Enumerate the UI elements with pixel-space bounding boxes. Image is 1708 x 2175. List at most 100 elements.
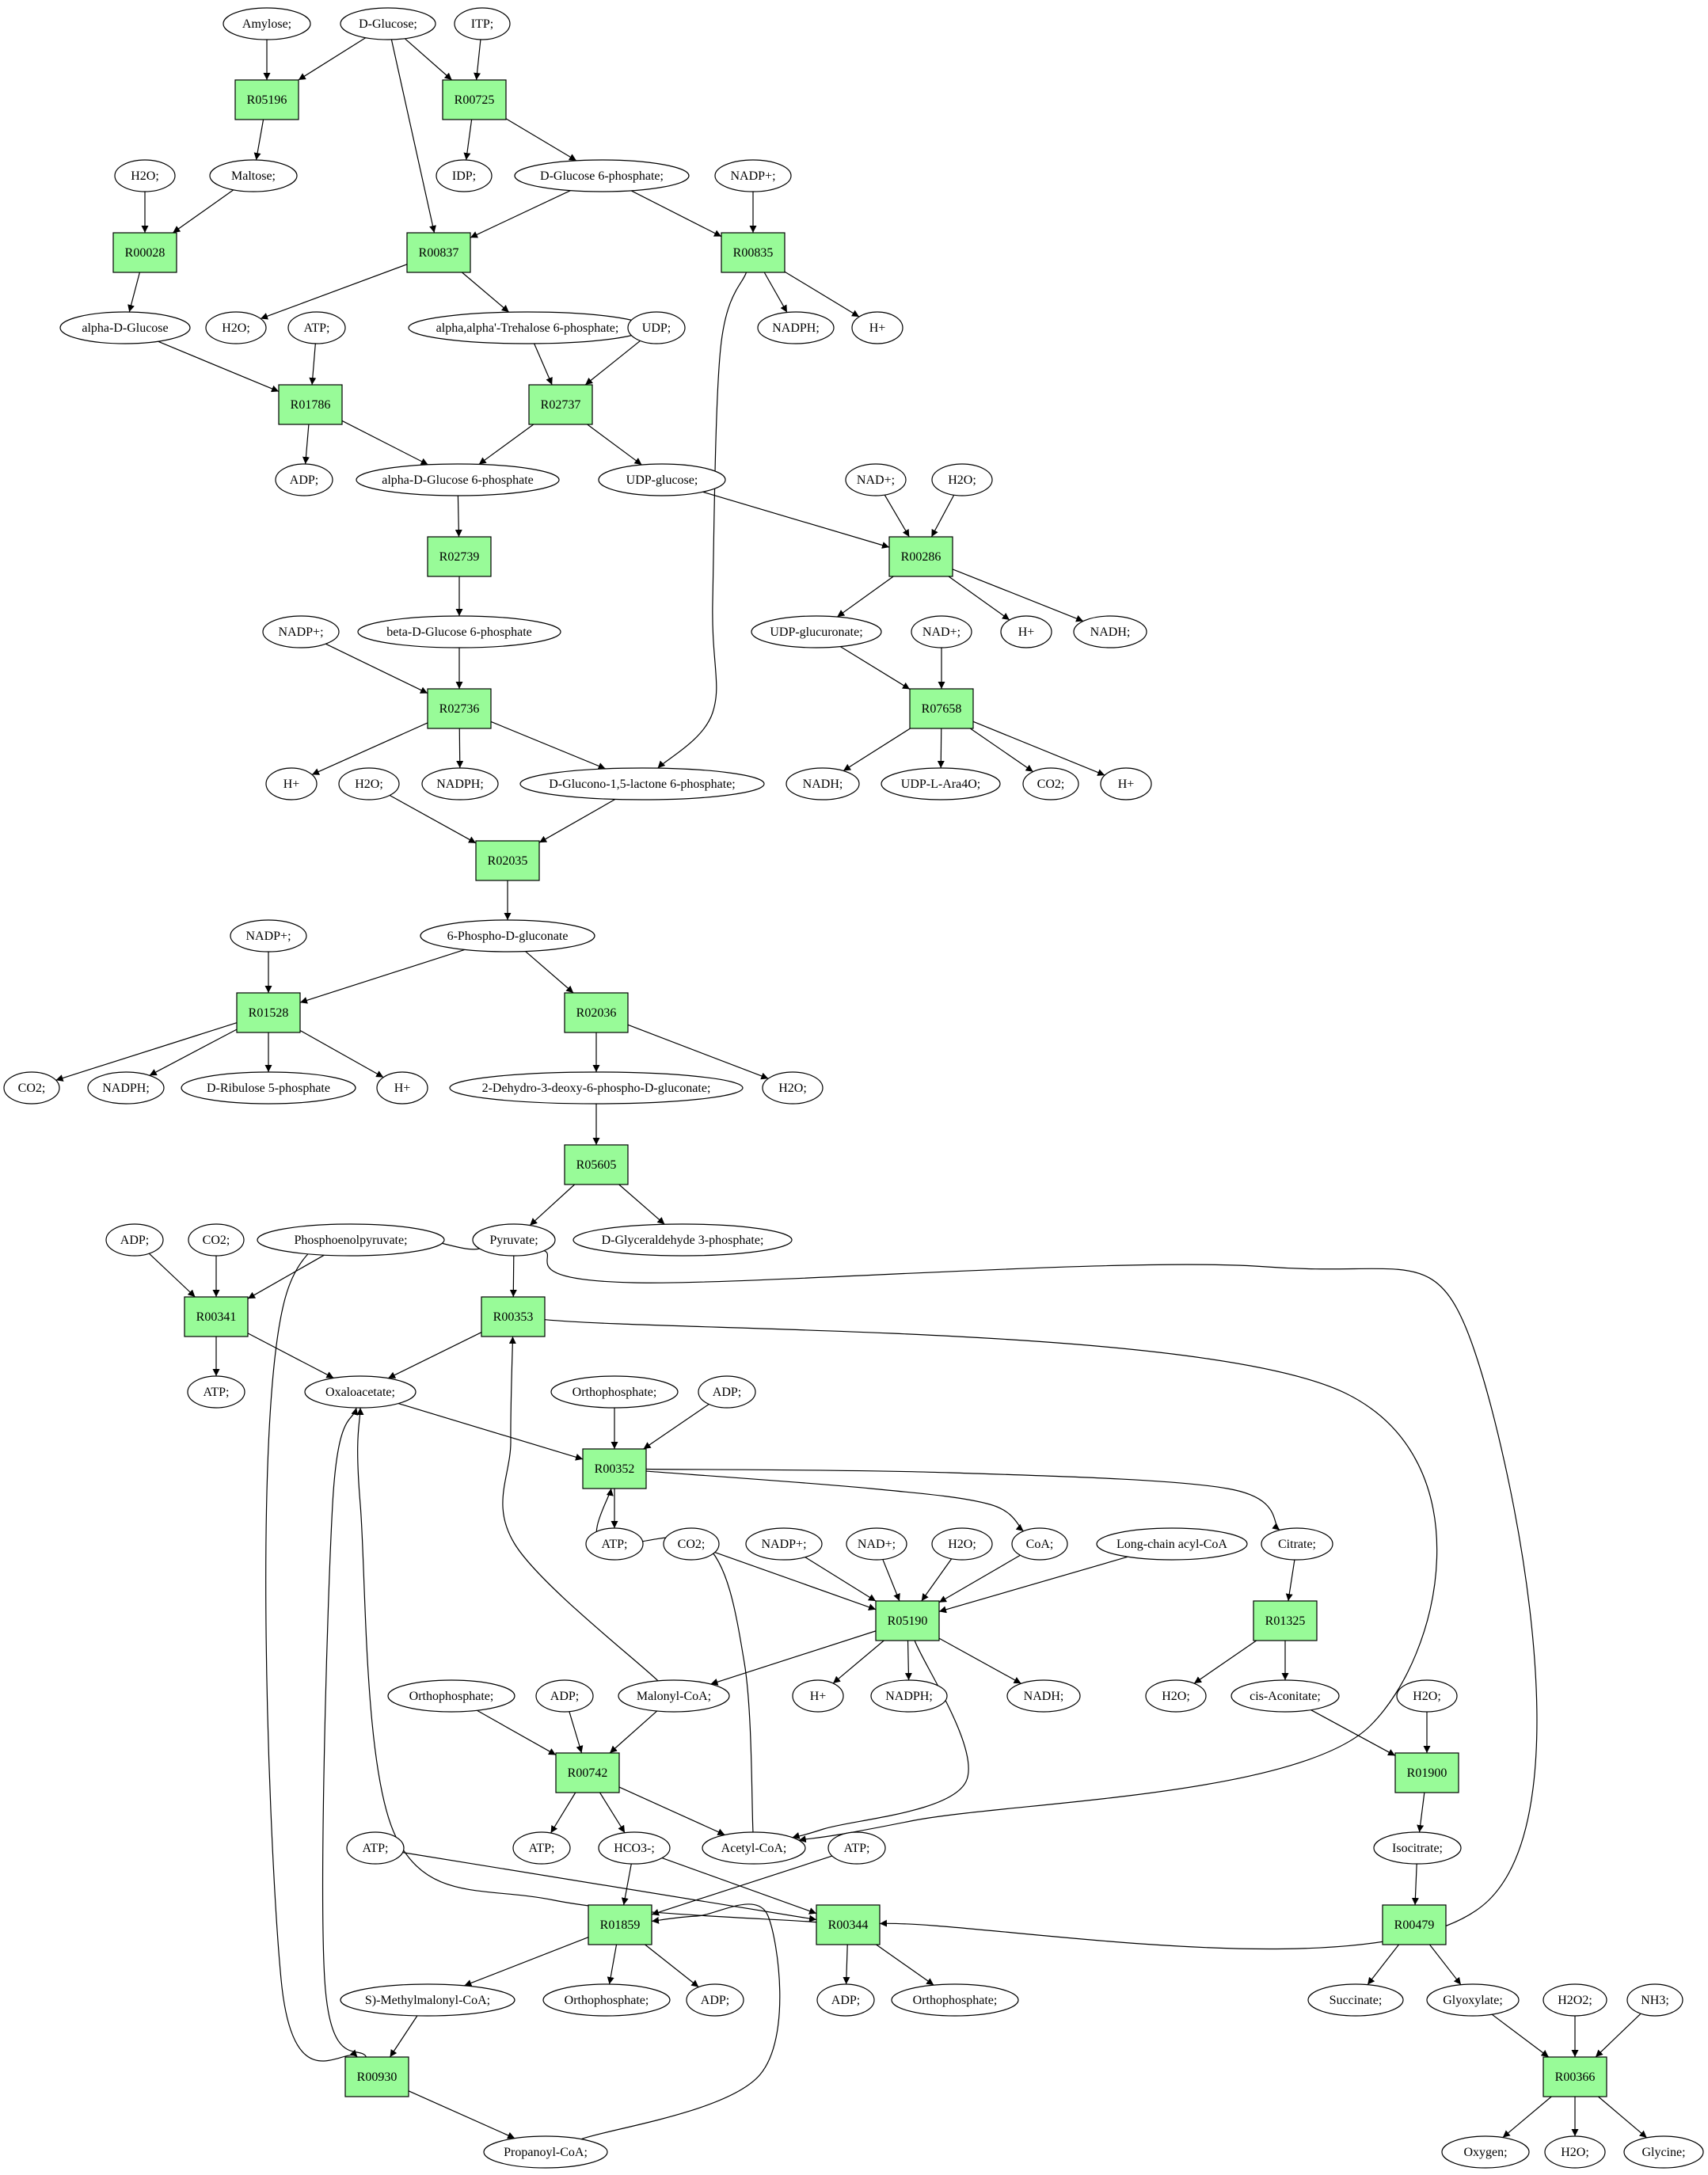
metabolite-node-h2o_e[interactable]: H2O;	[762, 1071, 824, 1105]
reaction-node-r02035[interactable]: R02035	[475, 840, 540, 881]
metabolite-node-hplus_a[interactable]: H+	[851, 311, 903, 344]
metabolite-node-atp_c[interactable]: ATP;	[585, 1527, 644, 1561]
metabolite-node-nadp_a[interactable]: NADP+;	[714, 159, 792, 192]
metabolite-node-ribulose[interactable]: D-Ribulose 5-phosphate	[181, 1071, 356, 1105]
metabolite-node-ag6p[interactable]: alpha-D-Glucose 6-phosphate	[356, 463, 560, 496]
metabolite-node-glyoxylate[interactable]: Glyoxylate;	[1426, 1983, 1520, 2017]
metabolite-node-h2o2[interactable]: H2O2;	[1543, 1983, 1607, 2017]
metabolite-node-amylose[interactable]: Amylose;	[223, 7, 311, 40]
metabolite-node-hplus_b[interactable]: H+	[1000, 615, 1052, 648]
reaction-node-r00479[interactable]: R00479	[1382, 1904, 1447, 1945]
reaction-node-r02737[interactable]: R02737	[528, 384, 593, 425]
reaction-node-r02739[interactable]: R02739	[427, 536, 492, 577]
metabolite-node-coa[interactable]: CoA;	[1011, 1527, 1068, 1561]
metabolite-node-lcacoa[interactable]: Long-chain acyl-CoA	[1096, 1527, 1248, 1561]
metabolite-node-co2_c[interactable]: CO2;	[188, 1223, 245, 1257]
metabolite-node-atp_e[interactable]: ATP;	[827, 1831, 886, 1865]
metabolite-node-nadph_a[interactable]: NADPH;	[757, 311, 835, 344]
metabolite-node-co2_a[interactable]: CO2;	[1022, 767, 1079, 800]
metabolite-node-succinate[interactable]: Succinate;	[1307, 1983, 1404, 2017]
metabolite-node-h2o_h[interactable]: H2O;	[1396, 1679, 1458, 1713]
metabolite-node-udpglc[interactable]: UDP-glucose;	[598, 463, 726, 496]
metabolite-node-bg6p[interactable]: beta-D-Glucose 6-phosphate	[357, 615, 561, 648]
metabolite-node-h2o_c[interactable]: H2O;	[931, 463, 993, 496]
metabolite-node-atp_b[interactable]: ATP;	[187, 1375, 245, 1409]
metabolite-node-adp_c[interactable]: ADP;	[698, 1375, 756, 1409]
metabolite-node-g6p[interactable]: D-Glucose 6-phosphate;	[514, 159, 690, 192]
metabolite-node-hplus_c[interactable]: H+	[265, 767, 318, 800]
reaction-node-r05190[interactable]: R05190	[875, 1600, 940, 1641]
metabolite-node-udp[interactable]: UDP;	[627, 311, 686, 344]
reaction-node-r01859[interactable]: R01859	[588, 1904, 652, 1945]
metabolite-node-glclac[interactable]: D-Glucono-1,5-lactone 6-phosphate;	[519, 767, 765, 800]
reaction-node-r02036[interactable]: R02036	[564, 992, 629, 1033]
metabolite-node-nadph_d[interactable]: NADPH;	[870, 1679, 948, 1713]
metabolite-node-glycine[interactable]: Glycine;	[1623, 2135, 1704, 2169]
metabolite-node-co2_b[interactable]: CO2;	[3, 1071, 60, 1105]
reaction-node-r00930[interactable]: R00930	[344, 2056, 409, 2097]
metabolite-node-smmcoa[interactable]: S)-Methylmalonyl-CoA;	[340, 1983, 515, 2017]
metabolite-node-h2o_b[interactable]: H2O;	[205, 311, 267, 344]
metabolite-node-h2o_d[interactable]: H2O;	[338, 767, 400, 800]
metabolite-node-nadph_b[interactable]: NADPH;	[421, 767, 499, 800]
metabolite-node-citrate[interactable]: Citrate;	[1261, 1527, 1333, 1561]
reaction-node-r00366[interactable]: R00366	[1543, 2056, 1607, 2097]
metabolite-node-pep[interactable]: Phosphoenolpyruvate;	[257, 1223, 445, 1257]
metabolite-node-nh3[interactable]: NH3;	[1626, 1983, 1683, 2017]
metabolite-node-h2o_i[interactable]: H2O;	[1544, 2135, 1606, 2169]
metabolite-node-oaa[interactable]: Oxaloacetate;	[304, 1375, 417, 1409]
metabolite-node-propcoa[interactable]: Propanoyl-CoA;	[483, 2135, 608, 2169]
metabolite-node-nadp_b[interactable]: NADP+;	[262, 615, 340, 648]
metabolite-node-gap[interactable]: D-Glyceraldehyde 3-phosphate;	[573, 1223, 793, 1257]
metabolite-node-nad_c[interactable]: NAD+;	[846, 1527, 907, 1561]
metabolite-node-idp[interactable]: IDP;	[436, 159, 493, 192]
metabolite-node-cisacon[interactable]: cis-Aconitate;	[1231, 1679, 1340, 1713]
metabolite-node-nadh_b[interactable]: NADH;	[786, 767, 860, 800]
metabolite-node-pyruvate[interactable]: Pyruvate;	[472, 1223, 556, 1257]
metabolite-node-adp_a[interactable]: ADP;	[275, 463, 333, 496]
metabolite-node-udpglcur[interactable]: UDP-glucuronate;	[751, 615, 882, 648]
metabolite-node-nad_b[interactable]: NAD+;	[911, 615, 972, 648]
metabolite-node-kdpg[interactable]: 2-Dehydro-3-deoxy-6-phospho-D-gluconate;	[449, 1071, 744, 1105]
metabolite-node-itp[interactable]: ITP;	[454, 7, 511, 40]
metabolite-node-treh6p[interactable]: alpha,alpha'-Trehalose 6-phosphate;	[408, 311, 647, 344]
metabolite-node-nadp_c[interactable]: NADP+;	[230, 919, 307, 953]
metabolite-node-oxygen[interactable]: Oxygen;	[1441, 2135, 1530, 2169]
metabolite-node-adp_d[interactable]: ADP;	[535, 1679, 594, 1713]
reaction-node-r01528[interactable]: R01528	[236, 992, 301, 1033]
metabolite-node-nad_a[interactable]: NAD+;	[845, 463, 907, 496]
metabolite-node-hplus_d[interactable]: H+	[1100, 767, 1152, 800]
metabolite-node-nadph_c[interactable]: NADPH;	[87, 1071, 165, 1105]
reaction-node-r01786[interactable]: R01786	[278, 384, 343, 425]
metabolite-node-nadh_c[interactable]: NADH;	[1006, 1679, 1081, 1713]
metabolite-node-isocitrate[interactable]: Isocitrate;	[1373, 1831, 1462, 1865]
reaction-node-r00835[interactable]: R00835	[721, 232, 786, 273]
metabolite-node-nadp_d[interactable]: NADP+;	[745, 1527, 823, 1561]
metabolite-node-alphadglc[interactable]: alpha-D-Glucose	[59, 311, 191, 344]
reaction-node-r05605[interactable]: R05605	[564, 1144, 629, 1185]
metabolite-node-h2o_f[interactable]: H2O;	[931, 1527, 993, 1561]
metabolite-node-acetylcoa[interactable]: Acetyl-CoA;	[702, 1831, 806, 1865]
reaction-node-r05196[interactable]: R05196	[234, 79, 299, 120]
reaction-node-r00286[interactable]: R00286	[888, 536, 953, 577]
metabolite-node-nadh_a[interactable]: NADH;	[1073, 615, 1147, 648]
reaction-node-r00028[interactable]: R00028	[112, 232, 177, 273]
metabolite-node-pi_c[interactable]: Orthophosphate;	[542, 1983, 671, 2017]
reaction-node-r01900[interactable]: R01900	[1394, 1752, 1459, 1793]
metabolite-node-adp_f[interactable]: ADP;	[816, 1983, 875, 2017]
metabolite-node-malcoa[interactable]: Malonyl-CoA;	[618, 1679, 730, 1713]
metabolite-node-pi_d[interactable]: Orthophosphate;	[891, 1983, 1019, 2017]
metabolite-node-hplus_f[interactable]: H+	[792, 1679, 844, 1713]
reaction-node-r07658[interactable]: R07658	[909, 688, 974, 729]
metabolite-node-atp_d[interactable]: ATP;	[512, 1831, 571, 1865]
metabolite-node-atp_a[interactable]: ATP;	[287, 311, 346, 344]
reaction-node-r00341[interactable]: R00341	[184, 1296, 249, 1337]
reaction-node-r00837[interactable]: R00837	[406, 232, 471, 273]
reaction-node-r00344[interactable]: R00344	[816, 1904, 881, 1945]
metabolite-node-phosphogluc[interactable]: 6-Phospho-D-gluconate	[420, 919, 595, 953]
metabolite-node-hplus_e[interactable]: H+	[376, 1071, 428, 1105]
metabolite-node-atp_f[interactable]: ATP;	[346, 1831, 405, 1865]
metabolite-node-h2o_a[interactable]: H2O;	[114, 159, 176, 192]
reaction-node-r01325[interactable]: R01325	[1253, 1600, 1318, 1641]
metabolite-node-h2o_g[interactable]: H2O;	[1145, 1679, 1207, 1713]
